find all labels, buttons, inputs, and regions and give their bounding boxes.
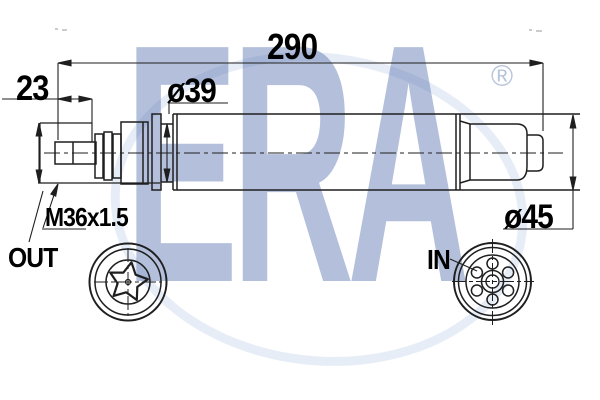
dim-label-overall-length: 290 (267, 26, 318, 67)
dim-label-thread-spec: M36x1.5 (45, 202, 129, 232)
out-leader-line (28, 190, 44, 243)
torx-star-icon (109, 261, 149, 302)
main-body (172, 113, 580, 191)
dim-label-port-length: 23 (16, 69, 49, 108)
hex-fitting (120, 121, 149, 185)
dim-label-body-diameter: ø45 (504, 198, 554, 236)
dim-label-neck-diameter: ø39 (167, 72, 217, 110)
dim-39 (163, 102, 228, 183)
stray-marks (55, 28, 542, 32)
outlet-tube (54, 141, 97, 165)
flange-ring (151, 113, 162, 191)
out-port-end-view (88, 242, 168, 322)
registered-trademark-icon: ® (491, 60, 514, 93)
out-view-crosshair (94, 248, 162, 316)
washer-stack (94, 131, 122, 181)
dim-thread (35, 122, 86, 230)
side-view (38, 113, 580, 191)
dim-290 (57, 59, 544, 140)
watermark-brand-text: ERA (125, 0, 470, 354)
inlet-end-cap (459, 120, 544, 184)
outlet-port-label: OUT (8, 242, 58, 273)
inlet-port-label: IN (427, 244, 451, 275)
dim-45 (503, 114, 577, 230)
in-port-end-view (452, 239, 534, 325)
in-view-crosshair (452, 239, 534, 325)
dimension-annotations (2, 28, 577, 272)
dim-23 (2, 95, 93, 123)
